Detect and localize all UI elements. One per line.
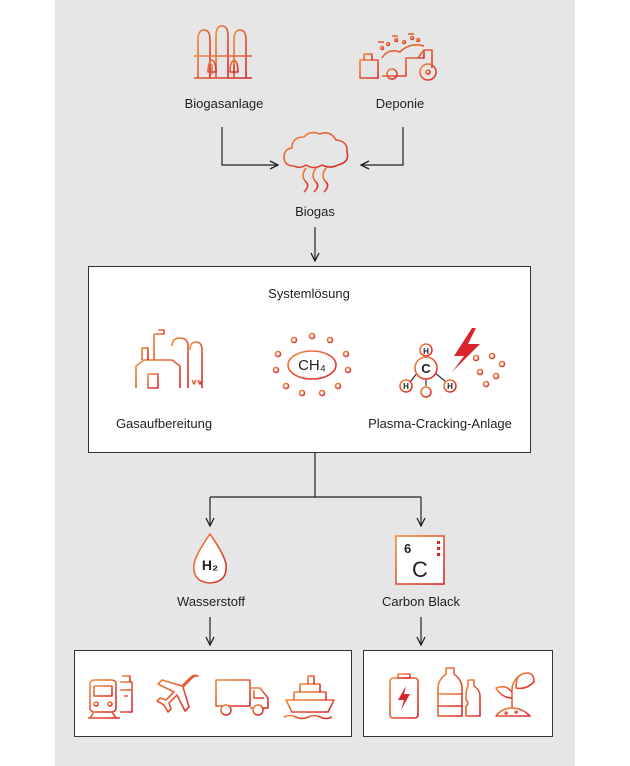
airplane-icon: [156, 674, 199, 717]
battery-icon: [389, 673, 419, 719]
atom-h-label: H: [423, 347, 429, 356]
plasma-cracking-icon: H C H H: [399, 328, 506, 398]
carbon-element-icon: 6 C: [395, 535, 445, 585]
truck-icon: [215, 679, 269, 716]
bottles-icon: [437, 667, 481, 717]
landfill-icon: [359, 33, 437, 81]
biogas-plant-label: Biogasanlage: [184, 96, 264, 111]
gas-treatment-icon: [130, 329, 208, 389]
hydrogen-symbol: H₂: [202, 557, 218, 573]
hydrogen-drop-icon: H₂: [193, 532, 227, 584]
svg-text:H: H: [447, 382, 453, 391]
gas-treatment-label: Gasaufbereitung: [115, 416, 213, 431]
arrow-landfill-to-biogas: [361, 127, 404, 165]
biogas-cloud-icon: [283, 131, 349, 193]
methane-molecule-icon: CH₄: [272, 332, 352, 397]
plant-icon: [495, 672, 535, 717]
landfill-label: Deponie: [375, 96, 425, 111]
split-line: [210, 453, 316, 498]
arrow-biogas-plant-to-biogas: [221, 127, 278, 165]
ship-icon: [283, 675, 335, 720]
system-solution-title: Systemlösung: [268, 286, 350, 301]
carbon-symbol: C: [412, 557, 428, 582]
biogas-label: Biogas: [295, 204, 335, 219]
plasma-cracking-label: Plasma-Cracking-Anlage: [368, 416, 512, 431]
svg-text:H: H: [403, 382, 409, 391]
carbon-label: Carbon Black: [381, 594, 461, 609]
hydrogen-label: Wasserstoff: [177, 594, 245, 609]
carbon-number: 6: [404, 541, 411, 556]
hydrogen-uses-box: [74, 650, 352, 737]
atom-c-label: C: [421, 361, 431, 376]
methane-formula: CH₄: [298, 357, 326, 374]
biogas-plant-icon: [194, 25, 252, 79]
train-icon: [88, 675, 133, 719]
